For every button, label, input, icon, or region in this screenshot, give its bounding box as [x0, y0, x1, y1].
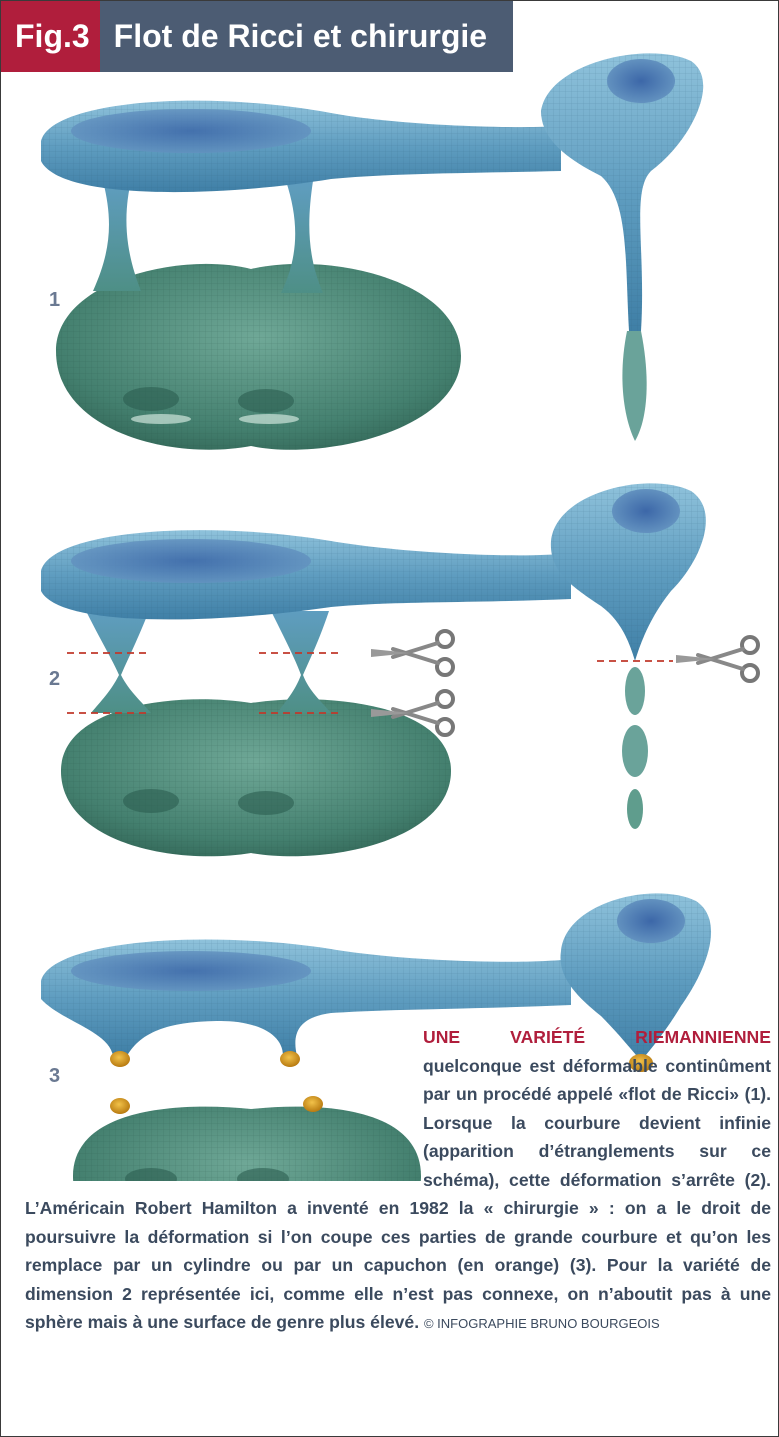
panel-label-1: 1 — [49, 289, 60, 312]
panel-1-surface — [41, 53, 703, 449]
caption-lead: UNE VARIÉTÉ RIEMANNIENNE — [423, 1027, 771, 1047]
green-torus — [56, 264, 461, 450]
scissors-icon — [371, 631, 453, 675]
green-torus — [61, 699, 451, 856]
scissors-icon — [676, 637, 758, 681]
caption-credit: © INFOGRAPHIE BRUNO BOURGEOIS — [424, 1316, 660, 1331]
panel-2-surface — [41, 483, 758, 856]
caption-wrap-spacer — [25, 1023, 423, 1193]
ricci-flow-illustration — [1, 1, 778, 1181]
figure-caption: UNE VARIÉTÉ RIEMANNIENNE quelconque est … — [25, 1023, 771, 1263]
panel-label-2: 2 — [49, 668, 60, 691]
